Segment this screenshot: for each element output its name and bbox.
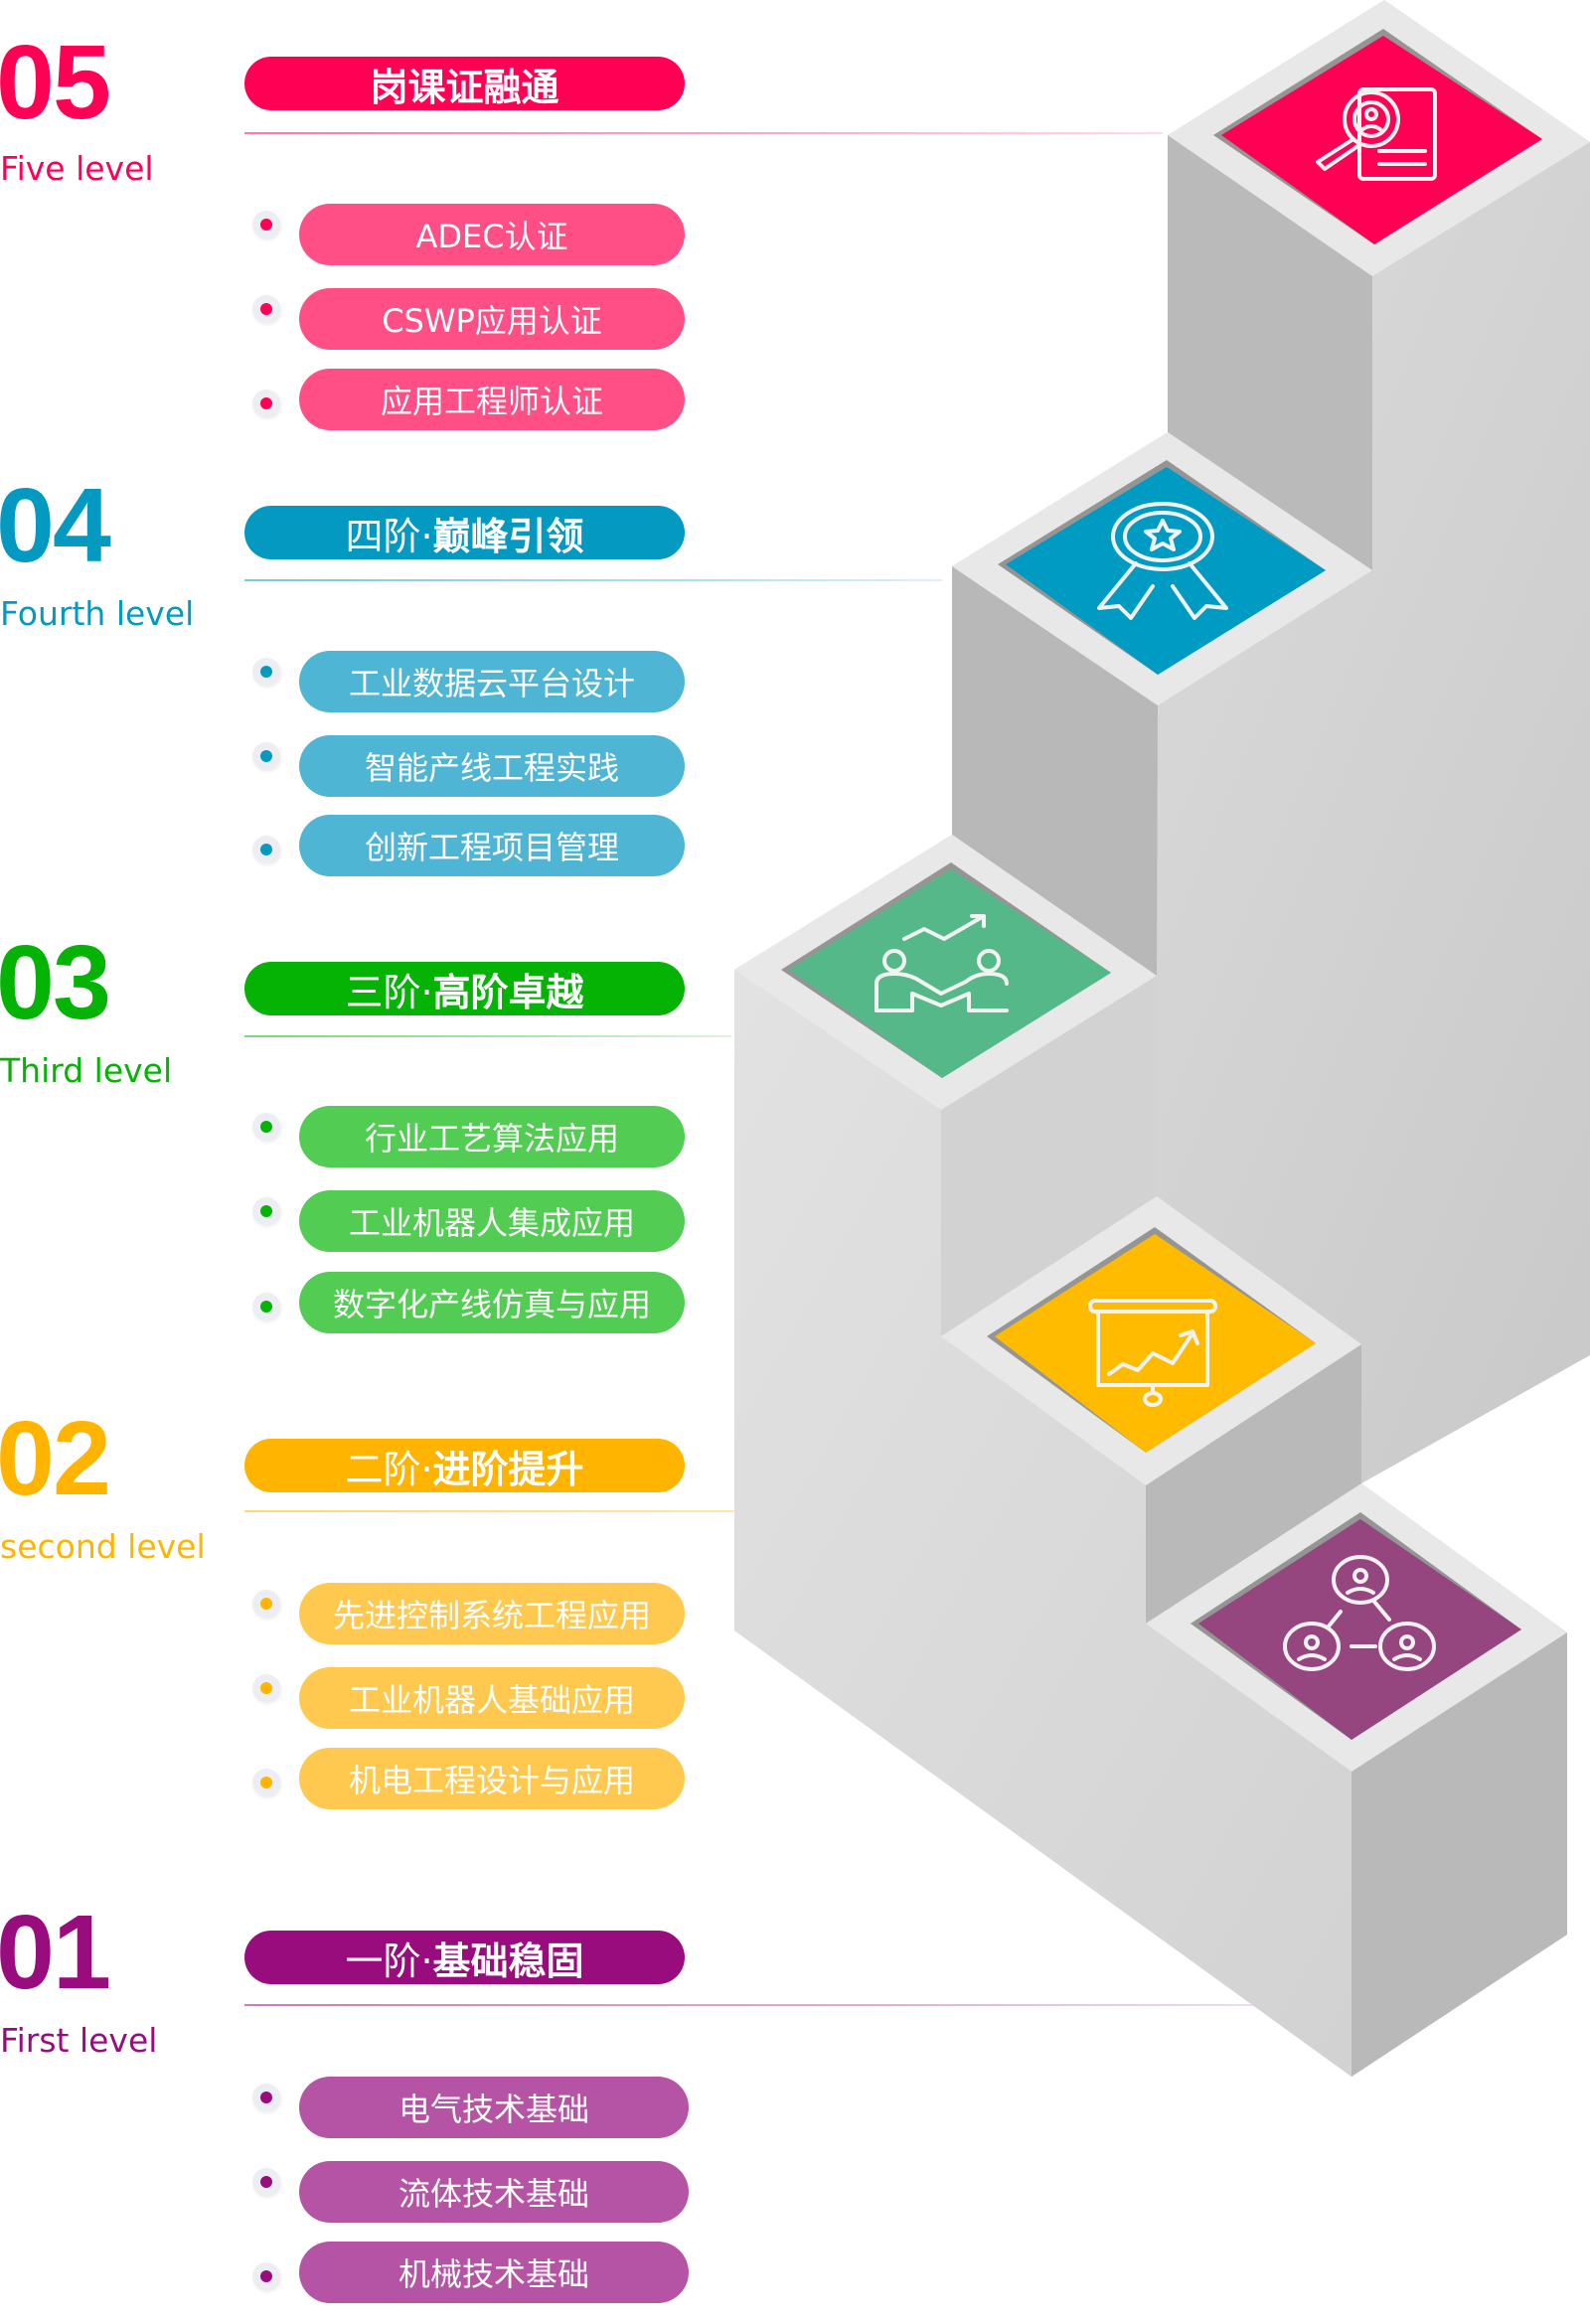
level-title: 岗课证融通 [244, 57, 685, 110]
level-number: 05 [0, 24, 111, 141]
level-label: second level [0, 1527, 206, 1566]
course-item[interactable]: 创新工程项目管理 [299, 815, 685, 876]
level-number: 04 [0, 467, 111, 584]
level-title-main: 巅峰引领 [432, 514, 584, 558]
level-title-main: 岗课证融通 [370, 65, 559, 109]
bullet-dot [252, 2084, 280, 2111]
level-title-main: 基础稳固 [432, 1938, 584, 1983]
step-one-tile [1198, 1519, 1521, 1740]
step-three-tile [789, 869, 1111, 1078]
level-number: 02 [0, 1400, 111, 1517]
bullet-dot [252, 211, 280, 238]
level-title-main: 高阶卓越 [432, 970, 584, 1014]
level-divider [244, 2004, 1278, 2006]
bullet-dot [252, 1769, 280, 1796]
bullet-dot [252, 1293, 280, 1320]
bullet-dot [252, 658, 280, 686]
bullet-dot [252, 2262, 280, 2290]
step5-side-face [1168, 135, 1372, 570]
stair-front-left-face [734, 970, 1352, 2077]
course-item[interactable]: 工业数据云平台设计 [299, 651, 685, 712]
bullet-dot [252, 1113, 280, 1141]
level-label: Third level [0, 1051, 173, 1090]
level-divider [244, 1035, 731, 1037]
presentation-chart-icon [1088, 1299, 1217, 1407]
course-item[interactable]: 智能产线工程实践 [299, 735, 685, 797]
step-two-tile [995, 1234, 1316, 1453]
level-label: Five level [0, 149, 154, 188]
award-ribbon-icon [1097, 502, 1228, 620]
bullet-dot [252, 2168, 280, 2196]
level-title-prefix: 四阶· [345, 514, 433, 558]
course-item[interactable]: 工业机器人基础应用 [299, 1667, 685, 1729]
bullet-dot [252, 836, 280, 863]
level-divider [244, 1510, 1101, 1512]
level-divider [244, 132, 1163, 134]
level-title-main: 进阶提升 [432, 1447, 584, 1491]
level-title-prefix: 二阶· [345, 1447, 433, 1491]
bullet-dot [252, 742, 280, 770]
course-item[interactable]: 机械技术基础 [299, 2242, 689, 2303]
bullet-dot [252, 295, 280, 323]
certificate-search-icon [1316, 87, 1437, 181]
bullet-dot [252, 1674, 280, 1702]
level-title: 三阶·高阶卓越 [244, 962, 685, 1015]
level-title-prefix: 一阶· [345, 1938, 433, 1983]
level-divider [244, 579, 942, 581]
course-item[interactable]: 流体技术基础 [299, 2161, 689, 2223]
course-item[interactable]: CSWP应用认证 [299, 288, 685, 350]
course-item[interactable]: 先进控制系统工程应用 [299, 1583, 685, 1644]
bullet-dot [252, 1197, 280, 1225]
level-number: 01 [0, 1894, 111, 2011]
bullet-dot [252, 1590, 280, 1618]
step2-side-face [1146, 1344, 1361, 1624]
step1-side-face [1352, 1632, 1567, 2077]
step-five-tile [1221, 36, 1542, 244]
level-label: First level [0, 2021, 158, 2060]
level-number: 03 [0, 924, 111, 1041]
level-label: Fourth level [0, 594, 195, 633]
course-item[interactable]: ADEC认证 [299, 204, 685, 265]
course-item[interactable]: 应用工程师认证 [299, 369, 685, 430]
people-network-icon [1283, 1555, 1436, 1671]
bullet-dot [252, 389, 280, 417]
course-item[interactable]: 数字化产线仿真与应用 [299, 1272, 685, 1333]
step3-riser-face [941, 976, 1157, 1336]
level-title: 四阶·巅峰引领 [244, 506, 685, 559]
level-title: 一阶·基础稳固 [244, 1931, 685, 1984]
handshake-growth-icon [874, 914, 1009, 1012]
course-item[interactable]: 机电工程设计与应用 [299, 1748, 685, 1809]
course-item[interactable]: 行业工艺算法应用 [299, 1106, 685, 1167]
course-item[interactable]: 工业机器人集成应用 [299, 1190, 685, 1252]
level-title: 二阶·进阶提升 [244, 1439, 685, 1492]
course-item[interactable]: 电气技术基础 [299, 2077, 689, 2138]
step4-side-face [952, 566, 1158, 976]
level-title-prefix: 三阶· [345, 970, 433, 1014]
